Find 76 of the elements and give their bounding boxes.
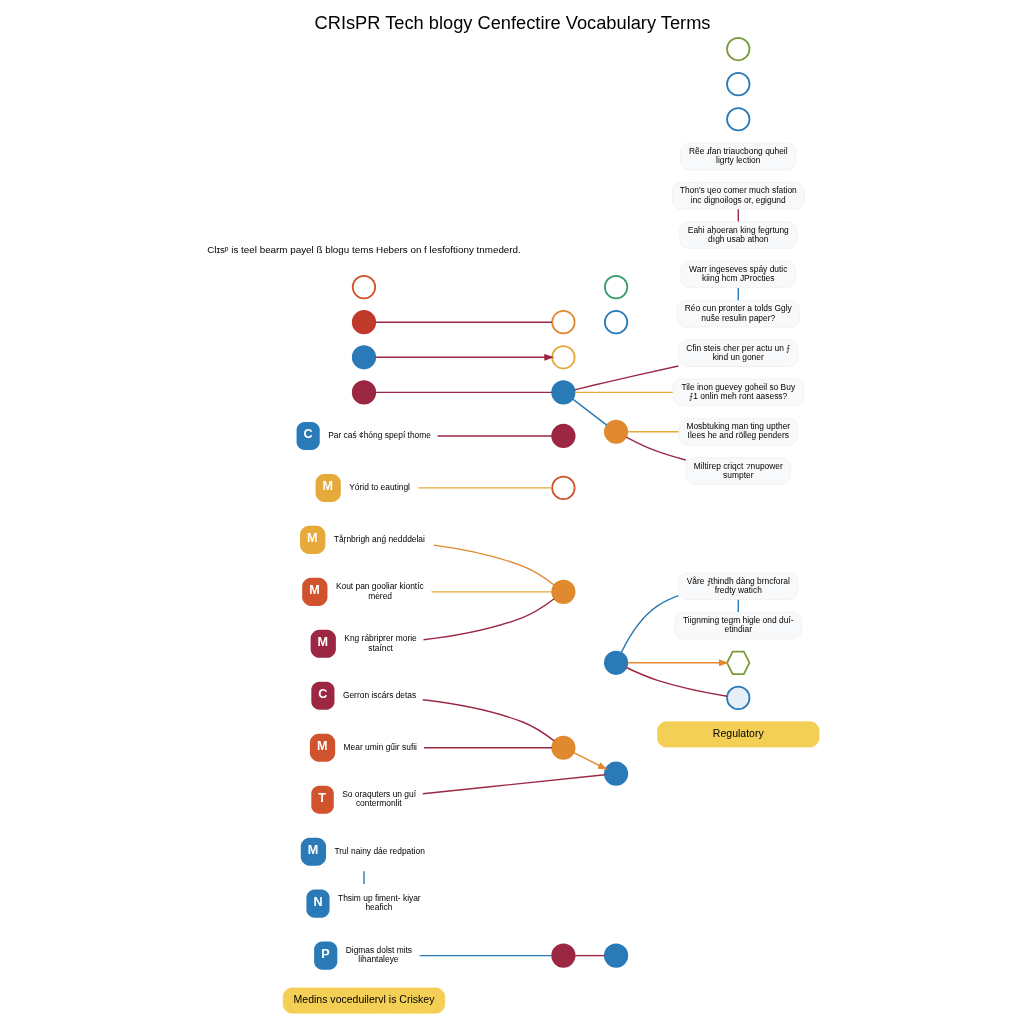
node-label: Digmas dolst mits lihantaleye bbox=[345, 944, 412, 964]
connector bbox=[626, 430, 679, 432]
connector bbox=[422, 746, 553, 748]
node-hexagon bbox=[725, 650, 750, 675]
node-circle bbox=[550, 579, 576, 604]
connector bbox=[374, 321, 553, 323]
node-circle bbox=[603, 761, 628, 786]
node-box: Våre ⨍thindh dàng brncforal fredty watich bbox=[677, 572, 798, 600]
node-circle bbox=[603, 309, 628, 334]
node-circle bbox=[550, 423, 576, 448]
node-circle bbox=[550, 379, 576, 405]
node-box: Réo cun pronter a tolds Ggly nuše resulin paper? bbox=[676, 299, 800, 327]
connector bbox=[620, 594, 679, 653]
node-circle bbox=[603, 650, 628, 675]
connector bbox=[573, 364, 679, 391]
node-label: Yórid to eautingl bbox=[348, 481, 410, 492]
connector bbox=[573, 391, 673, 393]
node-label: Thsim up fiment- kiyar heafich bbox=[337, 892, 421, 912]
node-label: So oraquters un guí contermonlit bbox=[341, 788, 416, 808]
arrow bbox=[626, 658, 729, 666]
arrow bbox=[572, 751, 608, 770]
connector bbox=[417, 486, 553, 489]
connector bbox=[573, 954, 605, 956]
node-label: Mear umin gűir sufii bbox=[343, 741, 417, 752]
node-label: Gerron iscárs detas bbox=[342, 689, 416, 700]
node-circle bbox=[725, 106, 750, 131]
connector bbox=[430, 590, 553, 593]
connector bbox=[571, 397, 607, 426]
node-label: Par caś ¢hóng spepí thome bbox=[327, 429, 431, 440]
diagram-title: CRIsPR Tech blogy Cenfectire Vocabulary Terms bbox=[314, 11, 710, 33]
node-box: Warr ingeseves spáy dutic kiing hcm JProcties bbox=[680, 260, 796, 288]
node-circle bbox=[550, 309, 576, 334]
node-circle bbox=[725, 71, 750, 96]
node-box: Thon's ɥeo comer much sfation inc dignoilogs or, egigund bbox=[671, 181, 805, 209]
node-circle bbox=[550, 735, 576, 760]
node-circle bbox=[550, 344, 576, 369]
node-circle bbox=[351, 379, 376, 405]
node-circle bbox=[725, 685, 750, 710]
node-box: Mosbtuking man ting upther Ilees he and rölleg penders bbox=[677, 417, 798, 445]
node-circle bbox=[603, 274, 628, 299]
node-label: Kng rábriprer morie staínct bbox=[343, 632, 417, 653]
node-box: Regulatory bbox=[656, 720, 819, 747]
node-box: Medins voceduilervl is Criskey bbox=[282, 987, 445, 1014]
node-circle bbox=[351, 274, 376, 299]
node-circle bbox=[351, 344, 376, 369]
node-box: Eahi ahoeran king fegrtung dı́gh usab athon bbox=[678, 220, 797, 249]
node-label: Trul nainy dáe redpation bbox=[333, 845, 425, 856]
node-box: N bbox=[305, 889, 330, 918]
connector bbox=[436, 434, 553, 437]
node-circle bbox=[603, 419, 628, 444]
node-box: P bbox=[313, 941, 337, 970]
node-box: Cfin steis cher per actu un ⨍ kind un goner bbox=[677, 338, 798, 367]
node-box: C bbox=[296, 421, 320, 450]
node-box: Miltirep criqct ⁊nupower sumpter bbox=[685, 456, 791, 485]
connector bbox=[625, 666, 728, 697]
node-label: Tåŗnbrigh anǵ nedddelai bbox=[333, 533, 425, 544]
node-circle bbox=[603, 943, 628, 968]
node-box: Tile inon guevey goheil so Buy ⨍1 onlin meh ront aasess? bbox=[672, 378, 804, 406]
connector bbox=[418, 954, 553, 956]
connector bbox=[421, 698, 555, 742]
label: Clɪsᵖ is teel bearm payel ß blogu tems Hebers on f lesfoftiony tnmederd. bbox=[206, 243, 521, 255]
node-box: C bbox=[310, 681, 334, 710]
connector bbox=[422, 597, 555, 640]
connector bbox=[362, 870, 365, 885]
node-circle bbox=[725, 36, 750, 61]
connector bbox=[374, 391, 553, 393]
arrow bbox=[374, 353, 554, 361]
node-label: Kout pan gooliar kiontíc mėred bbox=[335, 580, 424, 601]
connector bbox=[625, 435, 687, 461]
connector bbox=[432, 543, 555, 586]
node-box: Tiignming tegm higle ond duí-etindiar bbox=[674, 611, 802, 639]
node-circle bbox=[550, 475, 576, 500]
connector bbox=[421, 773, 606, 794]
node-circle bbox=[351, 309, 376, 334]
node-circle bbox=[550, 943, 576, 968]
node-box: T bbox=[310, 785, 334, 814]
